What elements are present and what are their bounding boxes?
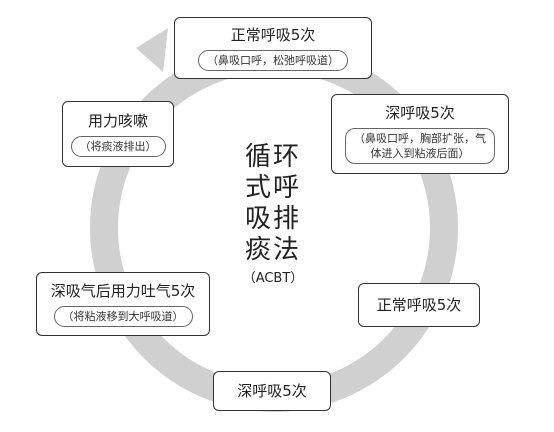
step-forced-exhale: 深吸气后用力吐气5次 （将粘液移到大呼吸道） xyxy=(36,272,210,336)
step-normal-breathing-2: 正常呼吸5次 xyxy=(358,283,480,327)
step-5-note: （将粘液移到大呼吸道） xyxy=(53,305,193,327)
title-line-2: 式呼 xyxy=(244,173,301,203)
step-4-title: 深呼吸5次 xyxy=(237,382,307,400)
step-6-note: （将痰液排出） xyxy=(70,135,166,157)
diagram-title: 循环 式呼 吸排 痰法 （ACBT） xyxy=(236,142,310,288)
title-line-1: 循环 xyxy=(244,142,301,172)
step-2-note: （鼻吸口呼，胸部扩张，气 体进入到粘液后面） xyxy=(345,128,495,164)
step-5-title: 深吸气后用力吐气5次 xyxy=(50,281,196,300)
clockwise-arrowhead-icon xyxy=(136,28,168,72)
step-6-title: 用力咳嗽 xyxy=(87,111,148,130)
title-line-3: 吸排 xyxy=(244,204,301,234)
step-2-note-line-1: （鼻吸口呼，胸部扩张，气 xyxy=(354,132,486,145)
step-deep-breathing-2: 深呼吸5次 xyxy=(213,371,331,411)
step-2-note-line-2: 体进入到粘液后面） xyxy=(370,147,470,160)
step-deep-breathing-1: 深呼吸5次 （鼻吸口呼，胸部扩张，气 体进入到粘液后面） xyxy=(331,94,509,174)
title-abbreviation: （ACBT） xyxy=(242,271,304,286)
step-forceful-cough: 用力咳嗽 （将痰液排出） xyxy=(62,101,174,167)
step-3-title: 正常呼吸5次 xyxy=(376,296,462,314)
step-2-title: 深呼吸5次 xyxy=(385,104,455,122)
step-normal-breathing-1: 正常呼吸5次 （鼻吸口呼，松弛呼吸道） xyxy=(174,17,372,79)
step-1-title: 正常呼吸5次 xyxy=(230,25,316,44)
title-line-4: 痰法 xyxy=(244,235,301,265)
step-1-note: （鼻吸口呼，松弛呼吸道） xyxy=(198,49,348,71)
